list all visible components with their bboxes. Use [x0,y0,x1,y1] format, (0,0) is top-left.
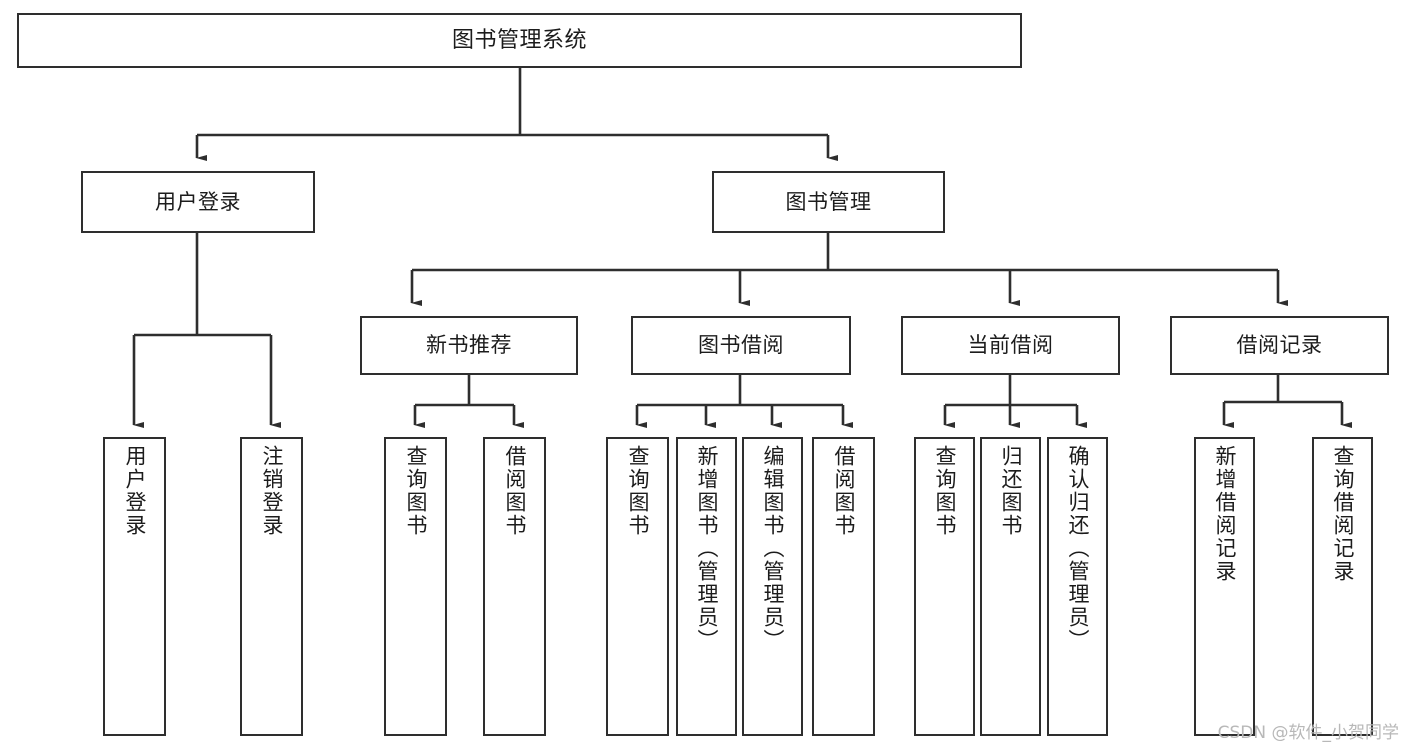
node-leaf-query-book-3-label: 查询图书 [933,445,957,537]
node-current-borrow[interactable]: 当前借阅 [901,316,1120,375]
node-leaf-query-book-1[interactable]: 查询图书 [384,437,447,736]
node-book-management-label: 图书管理 [785,189,872,214]
node-new-book-recommend[interactable]: 新书推荐 [360,316,578,375]
node-user-login-label: 用户登录 [155,189,241,214]
node-leaf-borrow-book-2[interactable]: 借阅图书 [812,437,875,736]
node-user-login[interactable]: 用户登录 [81,171,315,233]
node-leaf-edit-book-admin[interactable]: 编辑图书（管理员） [742,437,803,736]
node-leaf-query-book-3[interactable]: 查询图书 [914,437,975,736]
node-book-management[interactable]: 图书管理 [712,171,945,233]
node-leaf-borrow-book-1[interactable]: 借阅图书 [483,437,546,736]
node-leaf-add-borrow-record[interactable]: 新增借阅记录 [1194,437,1255,736]
node-leaf-add-book-admin-label: 新增图书（管理员） [695,445,719,652]
node-leaf-borrow-book-2-label: 借阅图书 [832,445,856,537]
node-leaf-query-book-1-label: 查询图书 [404,445,428,537]
node-leaf-confirm-return-admin[interactable]: 确认归还（管理员） [1047,437,1108,736]
node-book-borrow-label: 图书借阅 [698,333,784,358]
node-leaf-return-book-label: 归还图书 [999,445,1023,537]
node-leaf-add-book-admin[interactable]: 新增图书（管理员） [676,437,737,736]
node-book-borrow[interactable]: 图书借阅 [631,316,851,375]
node-root-label: 图书管理系统 [451,27,587,53]
node-leaf-edit-book-admin-label: 编辑图书（管理员） [761,445,785,652]
node-leaf-query-book-2[interactable]: 查询图书 [606,437,669,736]
node-new-book-recommend-label: 新书推荐 [426,333,512,358]
node-leaf-confirm-return-admin-label: 确认归还（管理员） [1066,445,1090,652]
node-leaf-logout-login-label: 注销登录 [260,445,284,537]
node-current-borrow-label: 当前借阅 [967,333,1054,358]
node-leaf-add-borrow-record-label: 新增借阅记录 [1213,445,1237,583]
node-leaf-user-login-label: 用户登录 [123,445,147,537]
node-root[interactable]: 图书管理系统 [17,13,1022,68]
node-leaf-borrow-book-1-label: 借阅图书 [503,445,527,537]
node-leaf-query-borrow-record[interactable]: 查询借阅记录 [1312,437,1373,736]
node-leaf-logout-login[interactable]: 注销登录 [240,437,303,736]
node-borrow-record[interactable]: 借阅记录 [1170,316,1389,375]
node-leaf-query-borrow-record-label: 查询借阅记录 [1331,445,1355,583]
node-borrow-record-label: 借阅记录 [1236,333,1323,358]
node-leaf-return-book[interactable]: 归还图书 [980,437,1041,736]
node-leaf-query-book-2-label: 查询图书 [626,445,650,537]
node-leaf-user-login[interactable]: 用户登录 [103,437,166,736]
